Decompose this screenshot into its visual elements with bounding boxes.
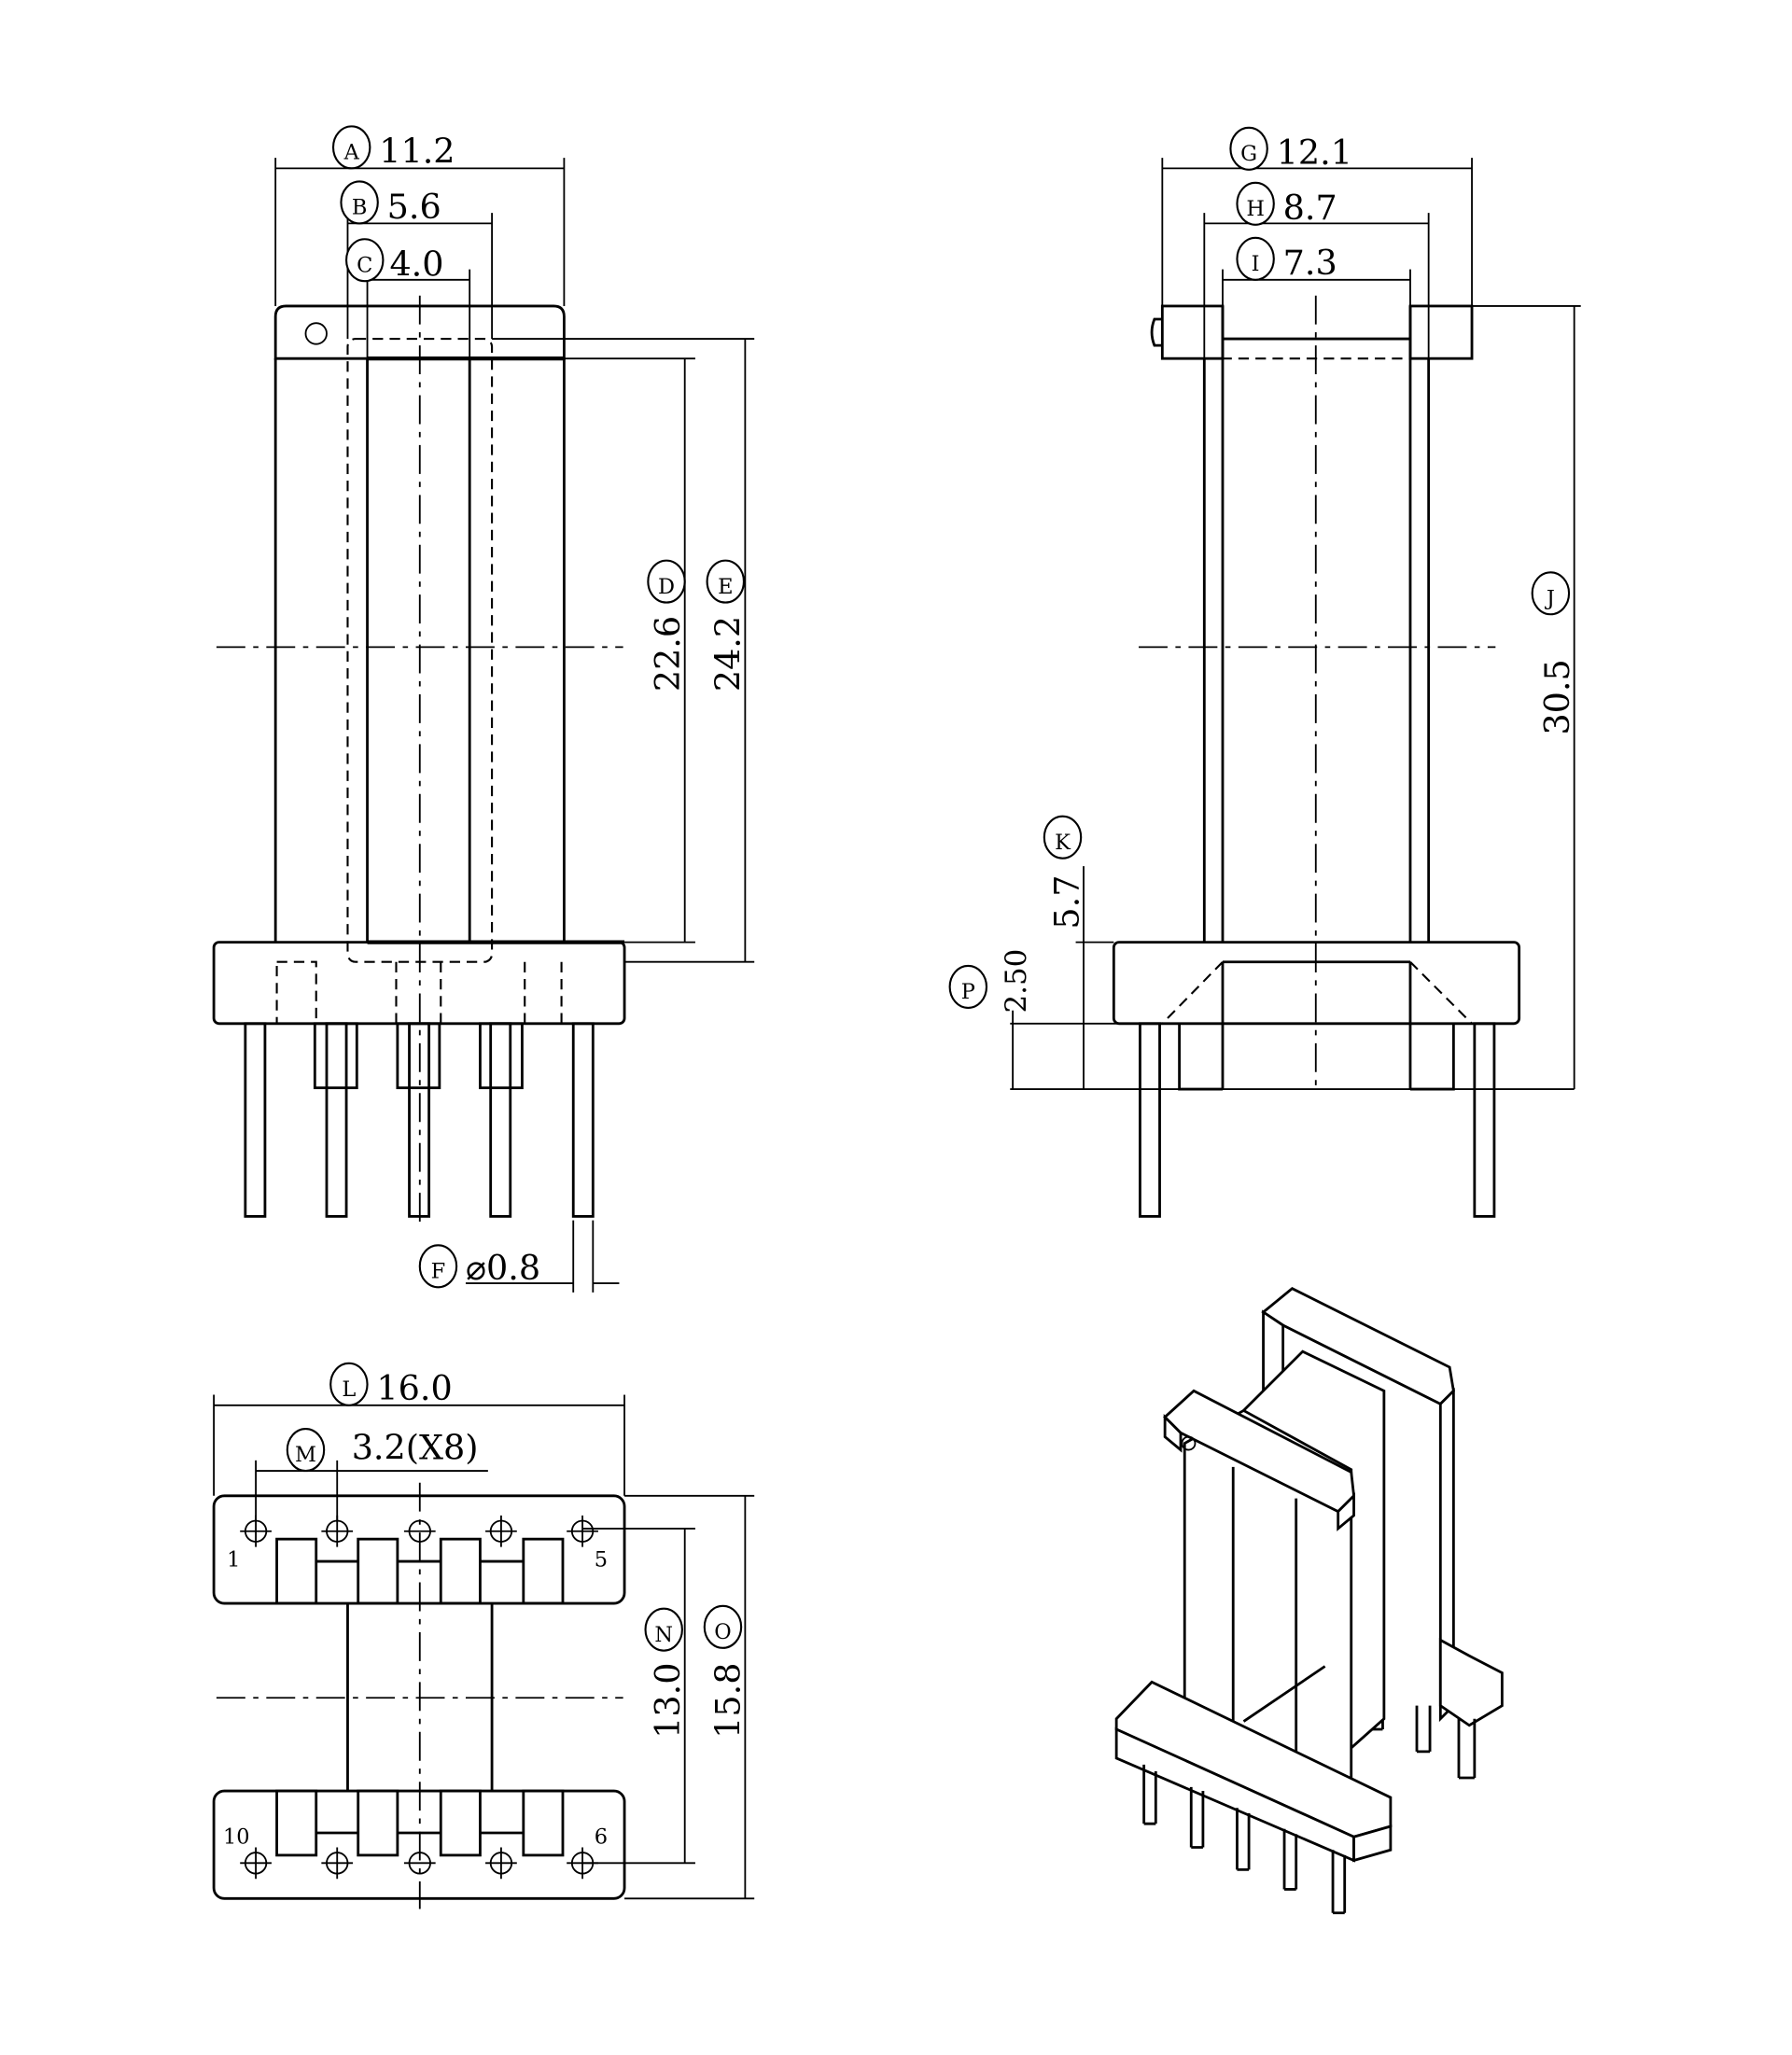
pin-label-6: 6 (595, 1824, 608, 1849)
pin-label-10: 10 (223, 1824, 250, 1849)
dim-P: P 2.50 (948, 949, 1033, 1014)
dim-G: G 12.1 (1229, 126, 1352, 173)
dim-letter: G (1240, 142, 1257, 166)
dim-value: 5.7 (1046, 874, 1086, 929)
dim-letter: I (1252, 252, 1260, 276)
dim-letter: C (357, 253, 372, 277)
dim-value: 24.2 (708, 616, 749, 692)
isometric-view (1114, 1287, 1504, 1915)
dim-value: 2.50 (1000, 949, 1033, 1014)
iso-pins (1142, 1764, 1347, 1915)
dim-letter: J (1545, 586, 1555, 610)
bottom-view: 1 5 10 6 L 16.0 M 3.2(X8) N 13.0 O 15.8 (212, 1362, 755, 1909)
dim-value: 15.8 (708, 1662, 749, 1738)
dim-value: 8.7 (1283, 188, 1337, 228)
dim-N: N 13.0 (644, 1607, 688, 1739)
dim-letter: H (1246, 197, 1265, 221)
dim-value: 16.0 (376, 1368, 452, 1408)
dim-value: 4.0 (389, 245, 443, 285)
dim-value: 5.6 (387, 187, 441, 227)
dim-A: A 11.2 (331, 125, 455, 172)
dim-letter: A (343, 141, 360, 165)
dim-letter: E (718, 575, 733, 599)
dim-value: 30.5 (1537, 659, 1577, 734)
dim-letter: O (714, 1620, 731, 1644)
dim-value: 13.0 (648, 1662, 688, 1738)
dim-K: K 5.7 (1043, 815, 1086, 930)
pin-label-5: 5 (595, 1548, 608, 1573)
dim-H: H 8.7 (1236, 181, 1337, 228)
front-view: A 11.2 B 5.6 C 4.0 D 22.6 E 24.2 F ⌀0.8 (212, 125, 755, 1293)
dim-C: C 4.0 (345, 238, 444, 285)
dim-F: F ⌀0.8 (418, 1244, 540, 1289)
dim-J: J 30.5 (1531, 571, 1577, 735)
side-view: G 12.1 H 8.7 I 7.3 J 30.5 K 5.7 P 2.50 (948, 126, 1581, 1218)
dim-letter: K (1055, 831, 1071, 855)
dim-value: 3.2(X8) (352, 1427, 479, 1467)
dim-letter: M (295, 1443, 316, 1467)
pin-label-1: 1 (227, 1548, 240, 1573)
dim-letter: D (658, 575, 675, 599)
dim-value: 22.6 (648, 616, 688, 692)
dim-E: E 24.2 (706, 559, 749, 692)
dim-letter: F (431, 1259, 446, 1283)
dim-B: B 5.6 (340, 180, 441, 227)
dim-L: L 16.0 (329, 1362, 453, 1408)
dim-letter: B (352, 196, 368, 220)
dim-letter: N (654, 1623, 673, 1647)
dim-D: D 22.6 (647, 559, 688, 692)
dim-M: M 3.2(X8) (286, 1427, 479, 1473)
dim-value: ⌀0.8 (466, 1248, 540, 1288)
pins (244, 1022, 595, 1218)
dim-O: O 15.8 (703, 1604, 749, 1739)
dim-value: 7.3 (1283, 243, 1337, 283)
dim-value: 12.1 (1277, 133, 1352, 173)
dim-value: 11.2 (379, 132, 455, 172)
dim-I: I 7.3 (1236, 236, 1337, 283)
dim-letter: L (342, 1377, 356, 1402)
dim-letter: P (961, 980, 975, 1004)
